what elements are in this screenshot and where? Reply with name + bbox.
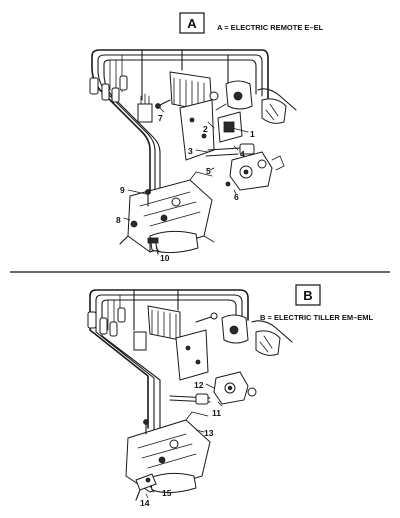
panel-a-solenoid: [209, 91, 243, 143]
panel-b-connector-14: [135, 473, 157, 501]
panel-b-switch-12: [213, 371, 257, 405]
panel-a-stator-assembly: [225, 80, 297, 124]
panel-b-stator-assembly: [221, 314, 293, 356]
panel-a-callout-3: 3: [188, 146, 193, 156]
panel-a-callout-6: 6: [234, 192, 239, 202]
panel-b-regulator: [133, 305, 181, 351]
panel-a-letter-box: [179, 12, 205, 34]
panel-a-callout-7: 7: [158, 113, 163, 123]
panel-a-callout-8: 8: [116, 215, 121, 225]
panel-a-callout-10: 10: [160, 253, 170, 263]
panel-a-wire-harness: [89, 49, 269, 195]
panel-a-caption: A = ELECTRIC REMOTE E–EL: [217, 23, 324, 32]
panel-a-letter: A: [187, 16, 197, 31]
panel-b-callout-14: 14: [140, 498, 150, 508]
panel-b-wire-harness: [87, 289, 249, 433]
panel-a-bolt-7: [155, 99, 171, 109]
panel-b-engine-base: [125, 411, 211, 494]
panel-b-letter-box: [295, 284, 321, 306]
panel-a-bracket: [179, 99, 215, 161]
panel-a-switch: [205, 143, 255, 157]
panel-b-callout-11: 11: [212, 408, 221, 418]
panel-a-callout-9: 9: [120, 185, 125, 195]
panel-b-leaders: [145, 383, 223, 499]
panel-a-screw-9: [145, 189, 151, 207]
panel-b-screw-13: [143, 419, 149, 435]
panel-a-callout-2: 2: [203, 124, 208, 134]
panel-b-letter: B: [303, 288, 312, 303]
panel-b-bracket: [175, 312, 218, 381]
panel-a-carburetor: [225, 151, 285, 191]
panel-a-leaders: [123, 107, 249, 253]
panel-a-callout-1: 1: [250, 129, 255, 139]
panel-b-callout-13: 13: [204, 428, 214, 438]
panel-b-cable-11: [169, 393, 211, 405]
panel-b-callout-12: 12: [194, 380, 204, 390]
panel-a-connector-10: [147, 237, 159, 255]
panel-b: B B = ELECTRIC TILLER EM–EML: [87, 284, 374, 508]
panel-a: A A = ELECTRIC REMOTE E–EL: [89, 12, 324, 263]
panel-a-callout-4: 4: [240, 149, 245, 159]
panel-b-callout-15: 15: [162, 488, 172, 498]
panel-b-caption: B = ELECTRIC TILLER EM–EML: [260, 313, 374, 322]
panel-a-engine-base: [119, 171, 215, 254]
panel-a-callout-5: 5: [206, 166, 211, 176]
